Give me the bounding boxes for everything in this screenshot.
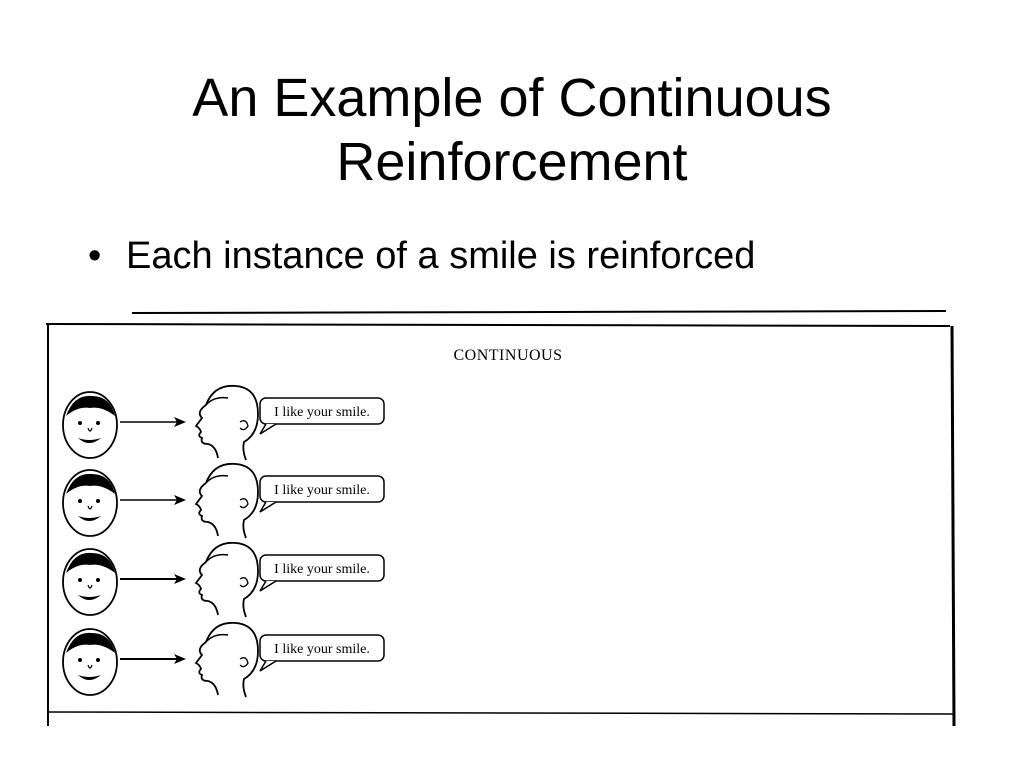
figure-heading: CONTINUOUS [454, 347, 563, 364]
bullet-marker: • [88, 235, 102, 277]
arrow-icon [120, 574, 186, 584]
figure-row: I like your smile. [62, 541, 385, 618]
child-face-icon [62, 391, 118, 459]
frame-right-edge [950, 325, 956, 727]
speech-bubble: I like your smile. [259, 554, 385, 592]
speech-text: I like your smile. [274, 562, 370, 577]
child-face-icon [62, 548, 118, 616]
continuous-reinforcement-figure: CONTINUOUS [46, 310, 958, 730]
figure-row: I like your smile. [62, 384, 385, 461]
child-face-icon [62, 469, 118, 537]
arrow-icon [120, 417, 186, 427]
bullet-text: Each instance of a smile is reinforced [126, 235, 756, 277]
frame-bottom-edge [47, 711, 955, 715]
speech-bubble: I like your smile. [259, 475, 385, 513]
speech-text: I like your smile. [274, 642, 370, 657]
adult-profile-icon [194, 384, 259, 461]
bullet-point: • Each instance of a smile is reinforced [88, 232, 755, 280]
speech-bubble: I like your smile. [259, 634, 385, 672]
frame-top-edge [46, 323, 951, 327]
child-face-icon [62, 628, 118, 696]
speech-text: I like your smile. [274, 405, 370, 420]
speech-text: I like your smile. [274, 483, 370, 498]
slide-title-line-2: Reinforcement [336, 132, 688, 192]
arrow-icon [120, 495, 186, 505]
speech-bubble: I like your smile. [259, 397, 385, 435]
slide-title: An Example of Continuous Reinforcement [0, 66, 1024, 194]
figure-illustration: CONTINUOUS [46, 310, 956, 727]
figure-row: I like your smile. [62, 462, 385, 539]
top-border-line [131, 310, 947, 314]
slide-title-line-1: An Example of Continuous [192, 68, 832, 128]
adult-profile-icon [194, 621, 259, 698]
adult-profile-icon [194, 541, 259, 618]
figure-row: I like your smile. [62, 621, 385, 698]
adult-profile-icon [194, 462, 259, 539]
arrow-icon [120, 654, 186, 664]
